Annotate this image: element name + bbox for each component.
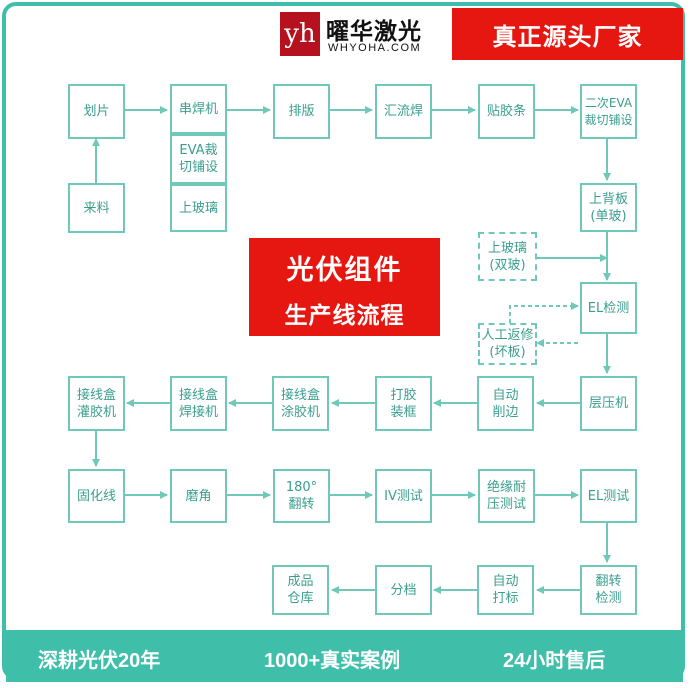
step-insulation-test: 绝缘耐 压测试 [478,469,535,523]
step-glass-double: 上玻璃 (双玻) [478,232,537,281]
step-framing: 打胶 装框 [375,376,432,431]
step-bus-welding: 汇流焊 [375,84,432,139]
logo-mark-icon: yh [280,12,320,56]
diagram-title: 光伏组件 生产线流程 [249,238,440,336]
step-laminator: 层压机 [580,376,637,431]
step-flip-inspection: 翻转 检测 [580,565,637,615]
step-sorting: 分档 [375,565,432,615]
step-dicing: 划片 [68,84,125,139]
step-glass-loading: 上玻璃 [170,184,227,232]
step-stringer: 串焊机 [170,84,227,134]
step-el-inspection: EL检测 [580,282,637,334]
title-line-1: 光伏组件 [286,255,403,285]
logo: yh 曜华激光 WHYOHA.COM [280,8,450,60]
step-jbox-welding: 接线盒 焊接机 [170,376,227,431]
step-corner-grinding: 磨角 [170,469,227,523]
step-warehouse: 成品 仓库 [272,565,329,615]
step-flip-180: 180° 翻转 [273,469,330,523]
footer-item-cases: 1000+真实案例 [264,650,401,672]
step-backsheet: 上背板 (单玻) [580,183,637,232]
step-manual-repair: 人工返修 (坏板) [478,323,537,365]
step-auto-labeling: 自动 打标 [477,565,534,615]
step-curing-line: 固化线 [68,469,125,523]
step-incoming-material: 来料 [68,183,125,233]
step-auto-trimming: 自动 削边 [477,376,534,431]
header-banner: 真正源头厂家 [452,8,683,60]
step-taping: 贴胶条 [478,84,535,139]
step-layup: 排版 [273,84,330,139]
title-line-2: 生产线流程 [284,302,405,328]
step-jbox-potting: 接线盒 灌胶机 [68,376,125,431]
step-eva-cutting: EVA裁 切铺设 [170,134,227,184]
footer-item-experience: 深耕光伏20年 [38,650,161,672]
footer-bar: 深耕光伏20年 1000+真实案例 24小时售后 [6,630,683,682]
step-second-eva: 二次EVA 裁切铺设 [580,84,637,139]
step-el-test: EL测试 [580,469,637,523]
footer-item-service: 24小时售后 [503,650,606,672]
step-jbox-gluing: 接线盒 涂胶机 [272,376,329,431]
logo-url: WHYOHA.COM [328,42,422,54]
logo-name: 曜华激光 [326,18,422,44]
step-iv-test: IV测试 [375,469,432,523]
